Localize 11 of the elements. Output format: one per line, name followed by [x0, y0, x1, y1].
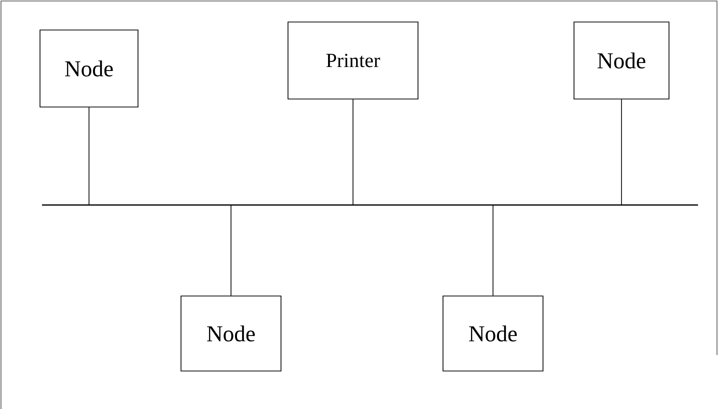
connector-line [621, 99, 622, 206]
node-box: Node [442, 296, 544, 372]
connector-line [88, 107, 90, 206]
node-box: Printer [288, 22, 418, 100]
connector-line [492, 204, 494, 296]
connector-line [352, 99, 354, 206]
connector-line [230, 204, 232, 296]
node-box: Node [574, 22, 670, 100]
bus-line [42, 204, 698, 206]
node-box: Node [40, 30, 138, 108]
node-box: Node [180, 296, 282, 372]
